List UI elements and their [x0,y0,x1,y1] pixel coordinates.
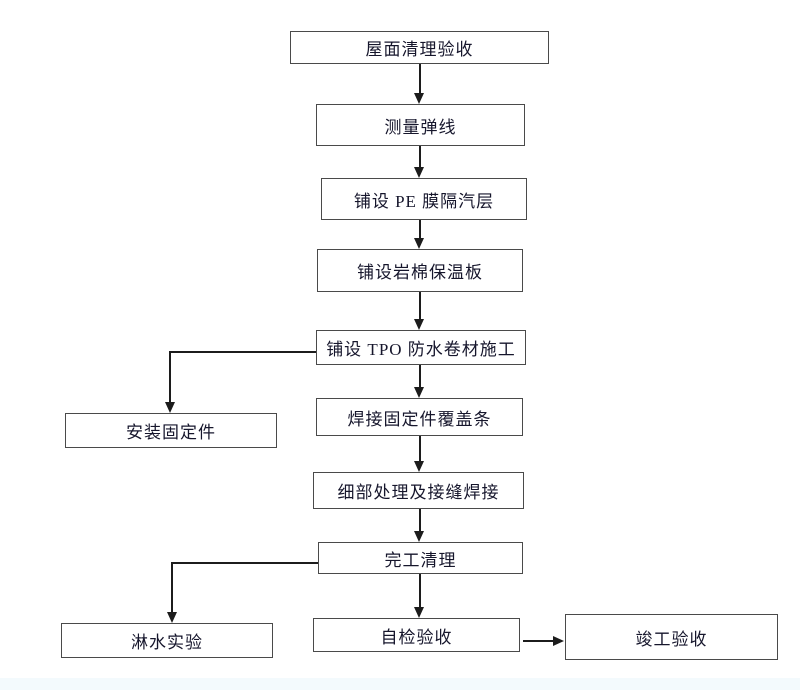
connector-line [419,64,421,94]
connector-line [169,351,171,403]
node-label: 淋水实验 [131,633,203,652]
connector-line [172,562,318,564]
arrow-down-icon [414,461,424,472]
flow-node-completion-cleanup: 完工清理 [318,542,523,574]
connector-line [419,365,421,388]
node-label: 竣工验收 [635,629,708,649]
connector-line [419,574,421,608]
arrow-down-icon [167,612,177,623]
arrow-down-icon [414,319,424,330]
flow-node-self-inspection-acceptance: 自检验收 [313,618,520,652]
arrow-down-icon [414,238,424,249]
connector-line [419,436,421,462]
node-label: 铺设 TPO 防水卷材施工 [326,340,516,359]
arrow-down-icon [414,167,424,178]
page-bottom-tint [0,678,800,690]
node-label: 安装固定件 [126,423,216,442]
flow-node-water-spray-test: 淋水实验 [61,623,273,658]
arrow-down-icon [414,607,424,618]
flow-node-pe-film-vapor-barrier: 铺设 PE 膜隔汽层 [321,178,527,220]
node-label: 自检验收 [380,627,453,647]
connector-line [419,292,421,320]
arrow-down-icon [414,531,424,542]
arrow-down-icon [414,93,424,104]
flow-node-tpo-membrane-construction: 铺设 TPO 防水卷材施工 [316,330,526,365]
connector-line [170,351,316,353]
connector-line [419,146,421,168]
connector-line [419,509,421,532]
node-label: 细部处理及接缝焊接 [337,483,500,502]
flow-node-install-fasteners: 安装固定件 [65,413,277,448]
connector-line [419,220,421,239]
flow-node-final-acceptance: 竣工验收 [565,614,778,660]
node-label: 测量弹线 [384,117,457,137]
arrow-down-icon [165,402,175,413]
arrow-right-icon [553,636,564,646]
flow-node-rock-wool-insulation-board: 铺设岩棉保温板 [317,249,523,292]
node-label: 铺设岩棉保温板 [357,263,483,282]
node-label: 焊接固定件覆盖条 [347,409,492,429]
node-label: 铺设 PE 膜隔汽层 [353,191,495,211]
node-label: 屋面清理验收 [365,40,474,59]
connector-line [523,640,555,642]
connector-line [171,562,173,613]
flow-node-detail-and-seam-welding: 细部处理及接缝焊接 [313,472,524,509]
flow-node-measure-snap-lines: 测量弹线 [316,104,525,146]
arrow-down-icon [414,387,424,398]
flow-node-weld-fastener-cover-strip: 焊接固定件覆盖条 [316,398,523,436]
flow-node-roof-cleaning-acceptance: 屋面清理验收 [290,31,549,64]
node-label: 完工清理 [384,550,457,570]
